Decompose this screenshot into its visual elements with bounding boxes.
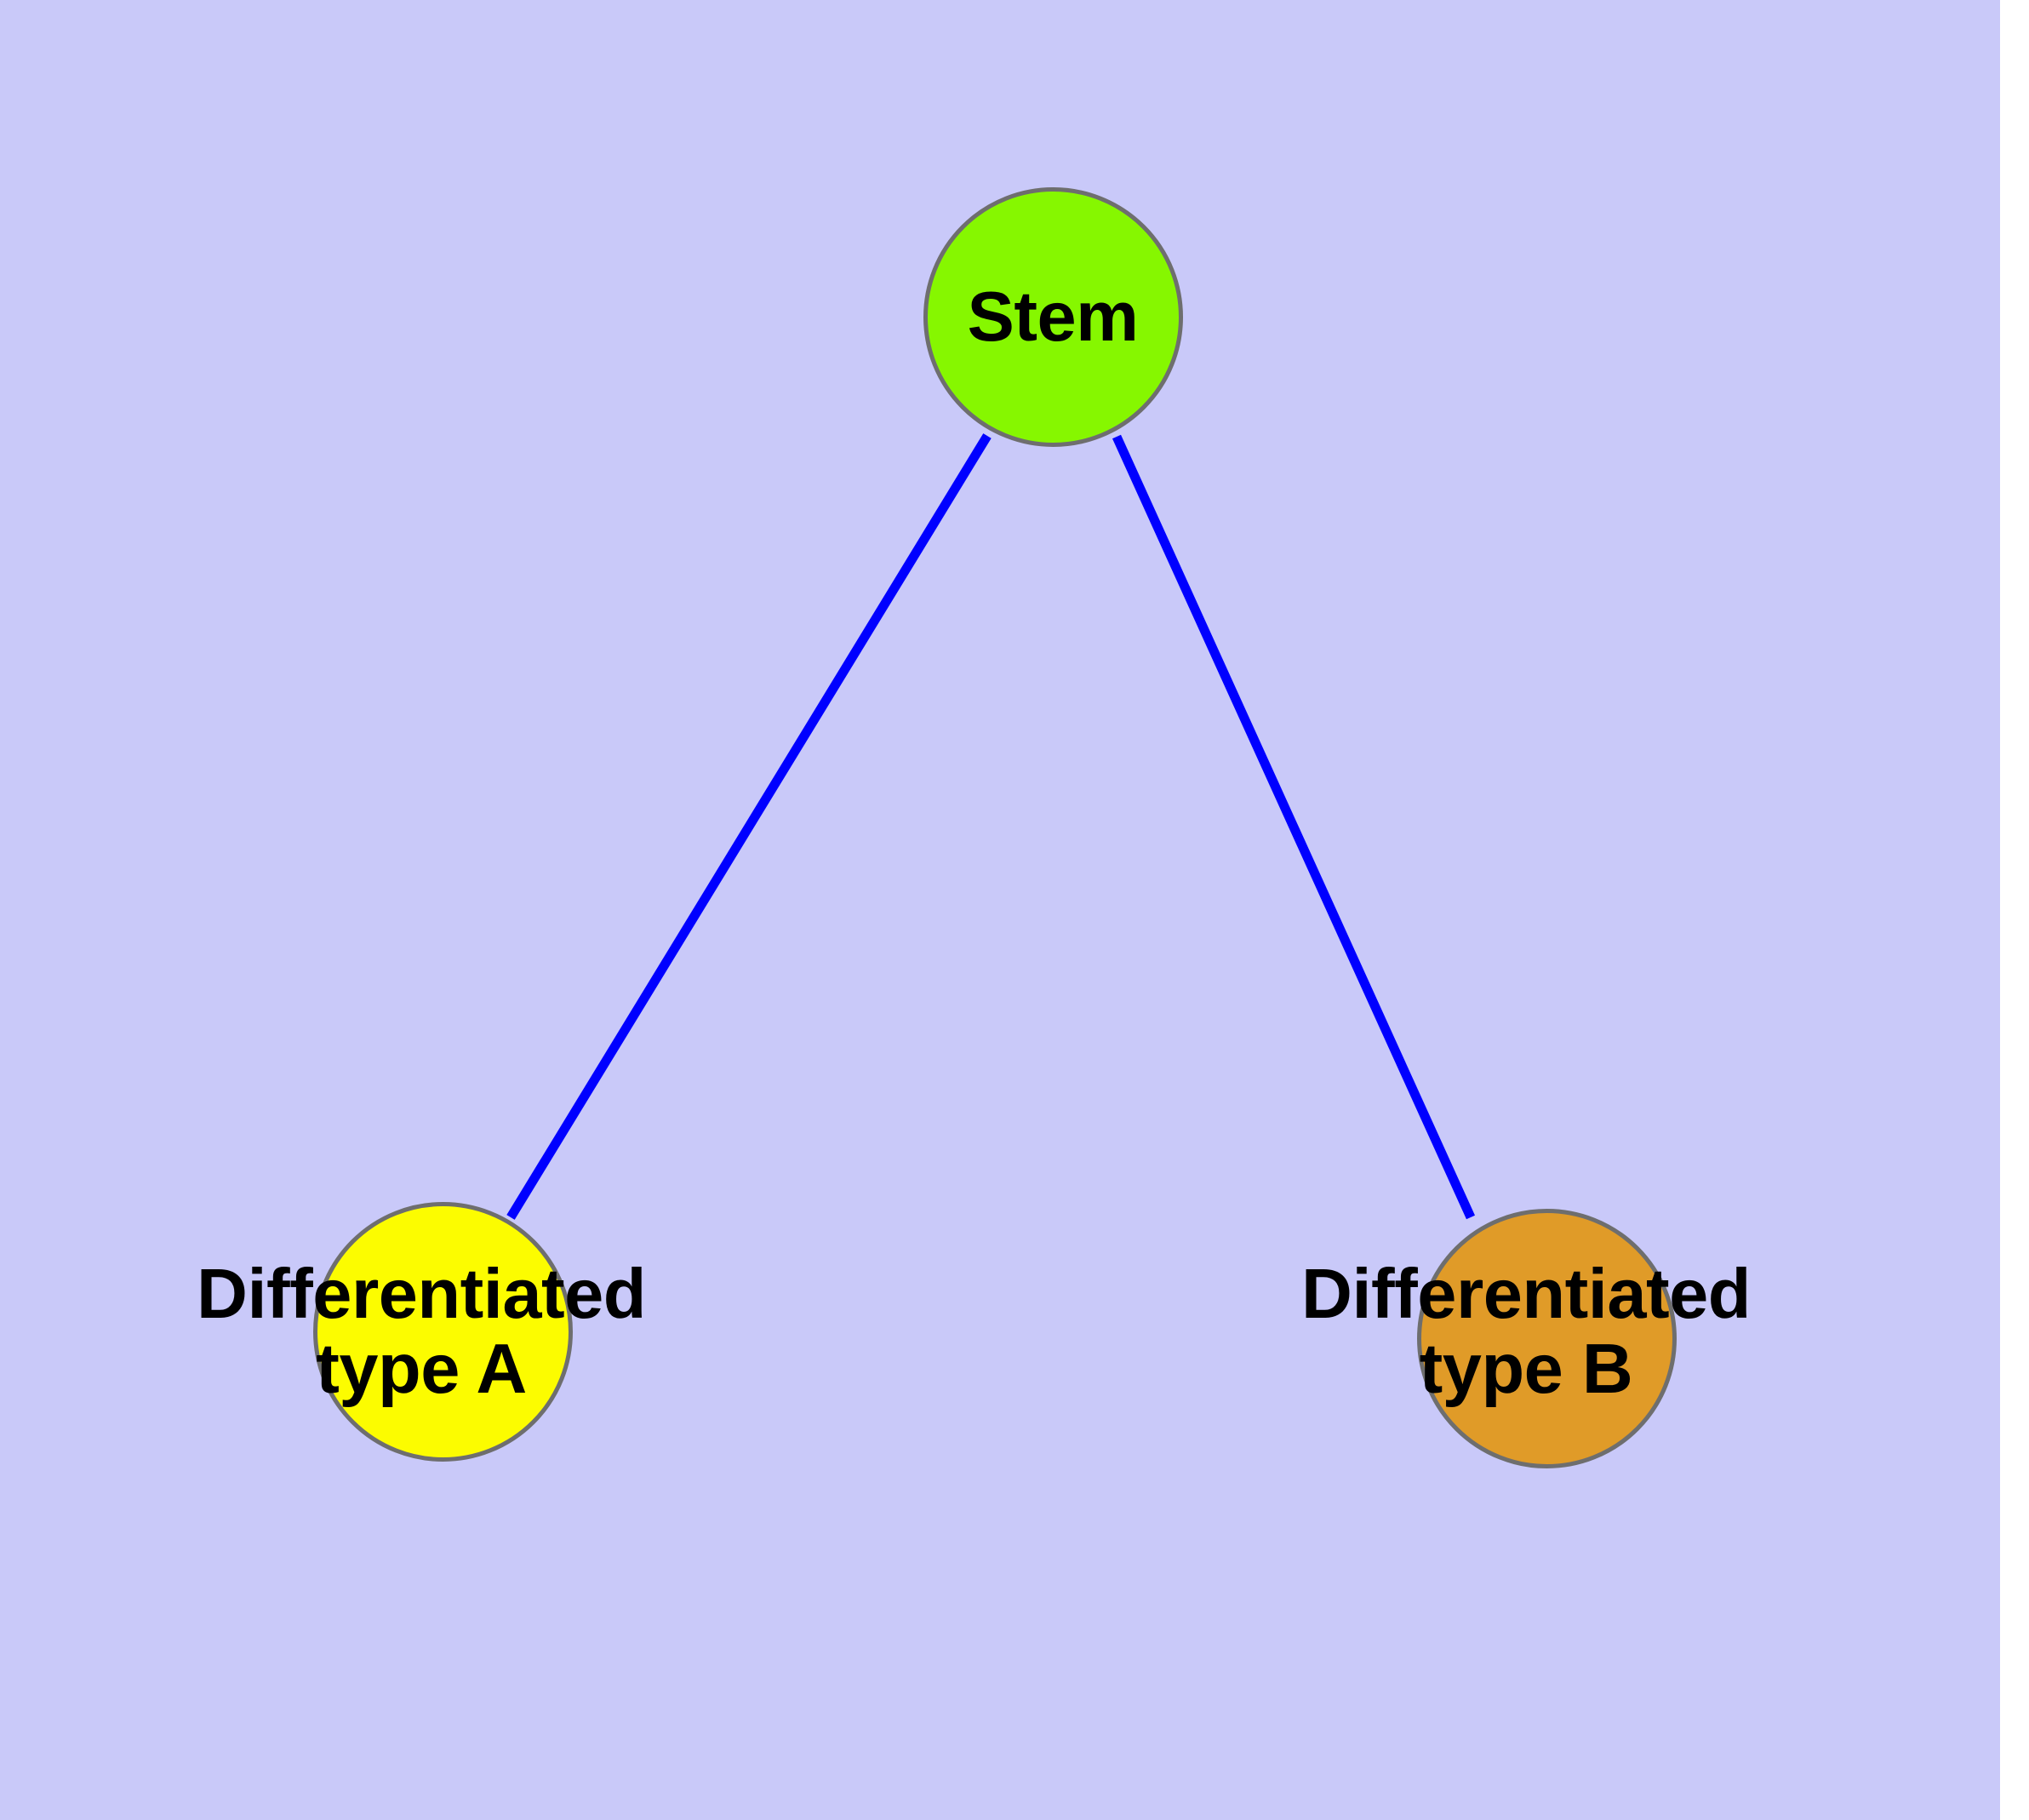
node-label-differentiated-type-a: Differentiated type A (197, 1254, 646, 1408)
edge-stem-to-differentiated-type-b (1112, 434, 1476, 1220)
edge-stem-to-differentiated-type-a (506, 433, 992, 1220)
node-label-differentiated-type-b: Differentiated type B (1301, 1254, 1751, 1408)
node-stem[interactable] (923, 187, 1183, 447)
node-label-stem: Stem (967, 277, 1139, 356)
node-differentiated-type-b[interactable] (1417, 1209, 1677, 1468)
node-differentiated-type-a[interactable] (313, 1202, 573, 1462)
